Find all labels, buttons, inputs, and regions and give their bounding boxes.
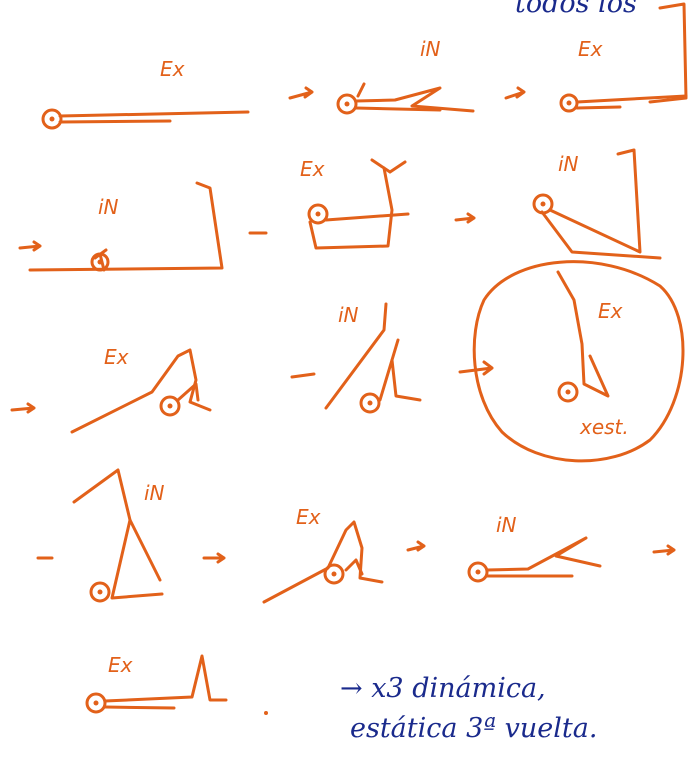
figure-6-sitting-reach [532, 148, 662, 260]
arrow-3 [18, 240, 42, 252]
figure-9-static-highlight [472, 260, 685, 463]
label-xest: xest. [579, 415, 629, 439]
label-ex-1: Ex [160, 57, 185, 81]
figure-7-shoulder-stand [70, 348, 212, 434]
arrow-1 [288, 86, 314, 100]
label-ex-2: Ex [578, 37, 603, 61]
figure-10-legs-overhead [72, 468, 164, 603]
label-in-3: iN [558, 152, 579, 176]
figure-13-final-lying [85, 654, 228, 714]
label-in-4: iN [338, 303, 359, 327]
arrow-6 [10, 402, 36, 414]
label-ex-6: Ex [296, 505, 321, 529]
label-ex-5: Ex [598, 299, 623, 323]
label-in-2: iN [98, 195, 119, 219]
arrow-7 [290, 372, 316, 379]
figure-1-lying [41, 108, 250, 130]
label-in-1: iN [420, 37, 441, 61]
figure-4-legs-vertical [28, 181, 224, 272]
note-line-1: → x3 dinámica, [340, 673, 546, 704]
arrow-12 [652, 544, 676, 556]
arrow-10 [202, 552, 226, 564]
label-ex-3: Ex [300, 157, 325, 181]
dot-marker [264, 711, 268, 715]
figure-8-candle [324, 302, 422, 414]
label-ex-4: Ex [104, 345, 129, 369]
label-ex-7: Ex [108, 653, 133, 677]
arrow-5 [454, 212, 476, 224]
note-line-2: estática 3ª vuelta. [350, 713, 597, 744]
arrow-11 [406, 540, 426, 552]
top-right-stroke [648, 2, 688, 104]
figure-2-legs-zigzag [336, 82, 475, 115]
label-in-6: iN [496, 513, 517, 537]
arrow-2 [504, 86, 526, 100]
figure-11-shoulder-stand-return [262, 520, 384, 604]
figure-12-legs-zigzag-return [467, 536, 602, 583]
figure-3-legs-up [559, 93, 688, 113]
figure-5-roll-over [307, 158, 410, 250]
top-partial-text: todos los [515, 0, 637, 19]
label-in-5: iN [144, 481, 165, 505]
